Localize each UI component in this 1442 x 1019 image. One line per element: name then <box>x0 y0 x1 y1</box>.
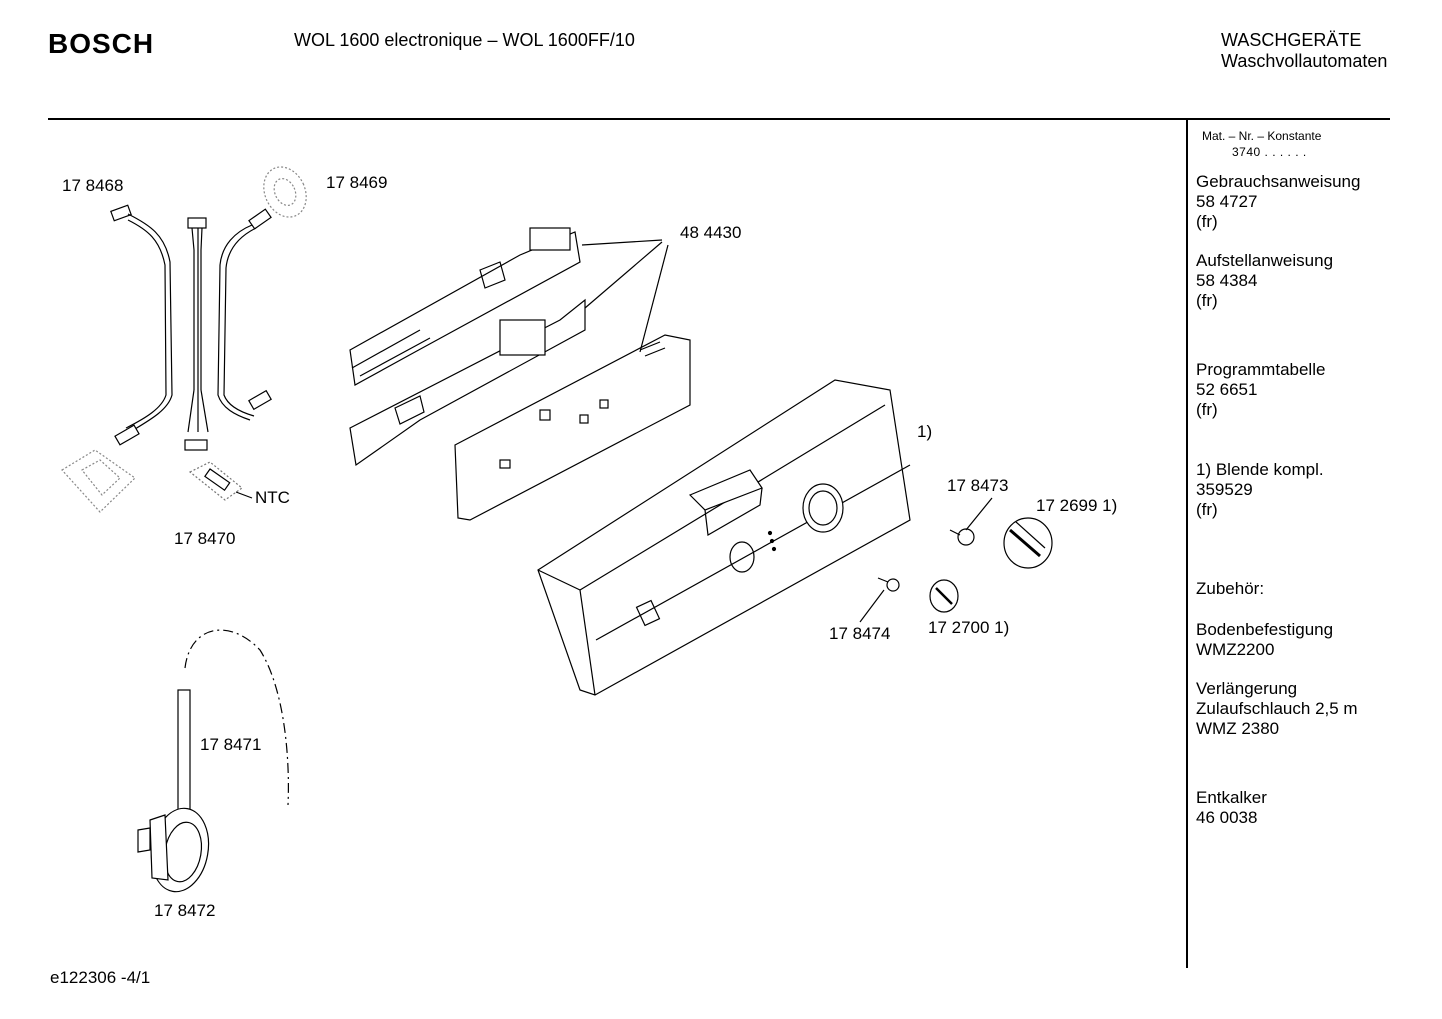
doc-title: Aufstellanweisung <box>1196 251 1334 270</box>
doc-language: (fr) <box>1196 291 1218 310</box>
part-label-484430: 48 4430 <box>680 223 742 242</box>
mat-nr-label: Mat. – Nr. – Konstante <box>1202 129 1322 143</box>
doc-language: (fr) <box>1196 400 1218 419</box>
wire-harness-178468 <box>110 204 173 446</box>
accessory-number: 46 0038 <box>1196 808 1258 827</box>
category-subtitle: Waschvollautomaten <box>1221 51 1388 71</box>
control-module-484430 <box>349 227 581 386</box>
pressure-hose-178471 <box>177 629 289 811</box>
part-label-ntc: NTC <box>255 488 290 507</box>
ntc-sensor <box>188 461 253 501</box>
accessories-heading: Zubehör: <box>1196 579 1265 598</box>
mat-nr-value: 3740 . . . . . . <box>1232 145 1307 159</box>
accessory-detail: Zulaufschlauch 2,5 m <box>1196 699 1358 718</box>
document-id: e122306 -4/1 <box>50 968 151 987</box>
pressure-switch-178472 <box>137 807 210 893</box>
doc-group-gebrauchsanweisung: Gebrauchsanweisung 58 4727 (fr) <box>1196 172 1360 232</box>
pcb-board <box>454 334 691 521</box>
connector-sketch-top <box>263 166 307 218</box>
accessory-verlaengerung: Verlängerung Zulaufschlauch 2,5 m WMZ 23… <box>1196 679 1358 739</box>
spring-clip-178473 <box>949 528 975 546</box>
part-label-178472: 17 8472 <box>154 901 216 920</box>
doc-title: 1) Blende kompl. <box>1196 460 1324 479</box>
accessory-name: Bodenbefestigung <box>1196 620 1334 639</box>
doc-group-blende: 1) Blende kompl. 359529 (fr) <box>1196 460 1324 520</box>
doc-language: (fr) <box>1196 500 1218 519</box>
leader-lines <box>581 239 993 623</box>
accessory-bodenbefestigung: Bodenbefestigung WMZ2200 <box>1196 620 1333 660</box>
part-label-178470: 17 8470 <box>174 529 236 548</box>
model-title: WOL 1600 electronique – WOL 1600FF/10 <box>294 30 635 50</box>
connector-sketch-bottom <box>61 449 136 513</box>
wire-harness-middle <box>184 217 209 451</box>
part-label-note1: 1) <box>917 422 933 441</box>
accessory-name: Verlängerung <box>1196 679 1298 698</box>
doc-number: 359529 <box>1196 480 1253 499</box>
exploded-parts-drawing <box>61 166 1053 893</box>
part-label-178469: 17 8469 <box>326 173 388 192</box>
knob-172700 <box>929 579 959 613</box>
accessory-name: Entkalker <box>1196 788 1267 807</box>
accessory-number: WMZ2200 <box>1196 640 1275 659</box>
category-title: WASCHGERÄTE <box>1221 30 1362 50</box>
doc-title: Programmtabelle <box>1196 360 1326 379</box>
control-panel-blende <box>537 379 911 696</box>
part-label-172699: 17 2699 1) <box>1036 496 1118 515</box>
part-label-172700: 17 2700 1) <box>928 618 1010 637</box>
doc-language: (fr) <box>1196 212 1218 231</box>
doc-number: 52 6651 <box>1196 380 1258 399</box>
part-label-178473: 17 8473 <box>947 476 1009 495</box>
accessory-number: WMZ 2380 <box>1196 719 1280 738</box>
doc-number: 58 4384 <box>1196 271 1258 290</box>
doc-number: 58 4727 <box>1196 192 1258 211</box>
spring-clip-178474 <box>877 577 900 592</box>
accessory-entkalker: Entkalker 46 0038 <box>1196 788 1267 828</box>
doc-title: Gebrauchsanweisung <box>1196 172 1361 191</box>
part-label-178471: 17 8471 <box>200 735 262 754</box>
doc-group-aufstellanweisung: Aufstellanweisung 58 4384 (fr) <box>1196 251 1333 311</box>
wire-harness-178469 <box>217 208 272 421</box>
brand-logo: BOSCH <box>48 28 155 59</box>
part-label-178474: 17 8474 <box>829 624 891 643</box>
header-divider <box>48 118 1390 120</box>
pcb-carrier <box>349 298 586 467</box>
knob-172699 <box>1003 517 1053 569</box>
sidebar-divider <box>1186 120 1188 968</box>
doc-group-programmtabelle: Programmtabelle 52 6651 (fr) <box>1196 360 1325 420</box>
part-label-178468: 17 8468 <box>62 176 124 195</box>
